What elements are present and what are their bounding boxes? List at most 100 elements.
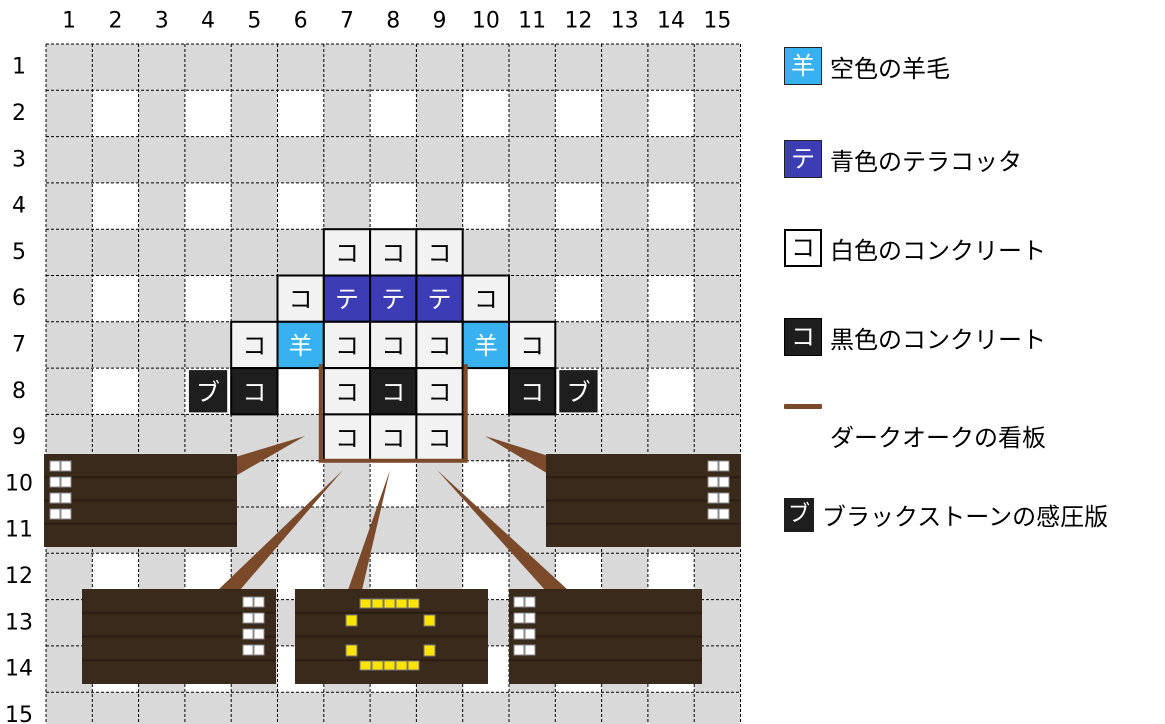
grid-cell [323,44,371,91]
block-label: コ [381,378,405,406]
light-blue_wool-block [461,320,511,370]
grid-cell [46,182,93,230]
row-label: 5 [12,240,26,265]
legend-item-pressure-plate: ブ ブラックストーンの感圧版 [784,497,1108,532]
grid-cell [138,90,185,137]
row-label: 1 [12,55,26,80]
column-label: 4 [201,9,215,34]
grid-cell [231,229,278,276]
legend-label: ブラックストーンの感圧版 [822,503,1109,531]
black-concrete-block [230,367,279,416]
grid-cell [46,44,93,91]
block-label: コ [381,425,405,453]
white-glyph [513,628,525,640]
grid-cell [370,692,417,724]
white-concrete-block [461,274,511,323]
grid-cell [92,90,139,137]
block-label: 羊 [289,332,313,360]
grid-cell [184,44,232,91]
yellow-glyph [383,598,396,609]
grid-cell [555,90,602,137]
grid-cell [694,229,741,276]
grid-cell [323,692,371,724]
row-label: 14 [5,657,33,682]
grid-cell [277,90,324,137]
grid-cell [46,414,93,461]
row-label: 6 [12,286,26,311]
white-concrete-block [508,320,557,370]
grid-cell [138,44,185,91]
row-label: 9 [12,425,26,450]
grid-cell [509,44,556,91]
white-glyph [49,492,61,504]
grid-cell [92,368,139,415]
grid-cell [694,90,741,137]
white-concrete-block [369,413,418,462]
blue-terracotta-block [322,274,372,323]
grid-cell [601,414,648,461]
grid-cell [555,182,602,230]
grid-cell [647,229,695,276]
legend-label: 白色のコンクリート [830,236,1046,265]
legend-label: 青色のテラコッタ [830,147,1022,176]
column-label: 5 [247,9,261,34]
grid-cell [462,182,509,230]
white-glyph [253,612,265,624]
grid-cell [277,44,324,91]
grid-cell [462,90,509,137]
grid-cell [416,182,463,230]
grid-cell [138,136,185,183]
grid-cell [92,692,139,724]
block-label: テ [381,286,405,314]
white-glyph [253,596,265,608]
block-label: コ [335,332,359,360]
row-label: 4 [12,194,26,219]
block-label: コ [381,332,405,360]
block-label: コ [335,239,359,267]
block-label: ブ [566,378,590,406]
grid-cell [92,44,139,91]
white-concrete-block [230,320,279,370]
block-label: コ [335,425,359,453]
grid-cell [323,90,371,137]
white-glyph [718,460,730,472]
row-label: 11 [5,518,33,543]
grid-cell [92,275,139,322]
white-glyph [60,508,72,520]
grid-cell [92,414,139,461]
white-glyph [718,508,730,520]
yellow-glyph [395,598,408,609]
grid-cell [416,460,463,507]
black-concrete-swatch: コ [784,318,822,356]
block-label: コ [242,378,266,406]
white-concrete-block [322,367,372,416]
column-label: 8 [386,9,400,34]
grid-cell [323,182,371,230]
yellow-glyph [345,644,358,657]
grid-cell [277,182,324,230]
grid-cell [277,136,324,183]
grid-cell [647,136,695,183]
pressure-plate-block [559,370,598,413]
white-glyph [60,460,72,472]
block-label: コ [428,239,452,267]
pressure-plate-block [188,370,228,413]
yellow-glyph [359,598,372,609]
white-glyph [513,612,525,624]
grid-cell [323,507,371,554]
block-label: コ [242,332,266,360]
grid-cell [46,136,93,183]
block-label: コ [381,239,405,267]
grid-cell [647,275,695,322]
grid-cell [601,90,648,137]
grid-cell [462,692,509,724]
grid-cell [509,692,556,724]
legend-item-blue-terracotta: テ 青色のテラコッタ [784,140,1022,178]
grid-cell [601,368,648,415]
grid-cell [231,275,278,322]
grid-cell [184,90,232,137]
grid-cell [555,692,602,724]
grid-cell [323,136,371,183]
grid-cell [138,275,185,322]
light-blue-wool-swatch: 羊 [784,47,822,85]
